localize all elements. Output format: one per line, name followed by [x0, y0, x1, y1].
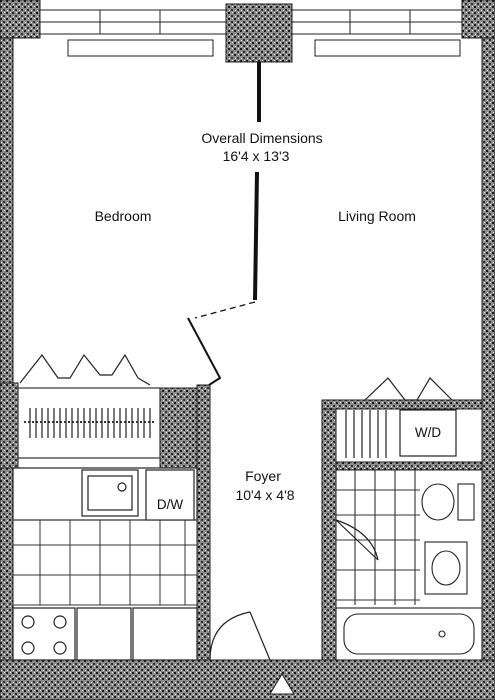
- radiators: [67, 39, 461, 57]
- dishwasher: [145, 469, 195, 521]
- stove-burner: [21, 615, 35, 629]
- bathtub-basin: [343, 613, 475, 655]
- room-label-bedroom: Bedroom: [94, 208, 152, 224]
- radiator-right: [314, 39, 461, 57]
- living-closet: [345, 377, 457, 458]
- wall-left-mid: [0, 382, 19, 469]
- wall-bottom: [0, 659, 495, 700]
- wall-foyer-left: [196, 384, 211, 661]
- sink-drain: [117, 482, 127, 492]
- refrigerator: [132, 607, 198, 661]
- bathtub: [335, 607, 483, 661]
- room-label-foyer: Foyer: [245, 468, 281, 484]
- overall-dimensions-heading: Overall Dimensions: [201, 130, 323, 146]
- closet-doors: [19, 353, 151, 386]
- wall-left: [0, 37, 14, 700]
- foyer-size: 10'4 x 4'8: [235, 487, 295, 503]
- bath-sink-basin: [431, 550, 461, 586]
- room-divider: [187, 62, 261, 386]
- wall-top-center-pier: [225, 3, 293, 63]
- bathroom-floor-tiles: [336, 470, 420, 605]
- entry-door: [209, 611, 295, 695]
- radiator-left: [67, 39, 214, 57]
- bath-sink: [424, 541, 468, 595]
- stove-burner: [53, 641, 67, 655]
- wall-right: [481, 37, 495, 700]
- windows: [39, 9, 463, 35]
- overall-dimensions-size: 16'4 x 13'3: [222, 148, 290, 164]
- kitchen-sink: [81, 469, 139, 517]
- closet-hangers: [29, 408, 151, 438]
- entry-door-leaf: [249, 611, 271, 661]
- stove-burner: [21, 641, 35, 655]
- partition-wall-lower: [253, 171, 259, 301]
- toilet-bowl: [421, 483, 455, 521]
- dishwasher-label: D/W: [156, 497, 184, 512]
- bathroom-door: [335, 519, 379, 561]
- wall-top-right-corner: [461, 0, 495, 39]
- closet-doors-right: [364, 377, 453, 401]
- tub-drain: [438, 630, 446, 638]
- room-label-living-room: Living Room: [338, 208, 416, 224]
- bedroom-closet: [17, 353, 161, 459]
- wall-bath-mid: [335, 461, 483, 471]
- bathroom-door-swing: [335, 519, 379, 561]
- entry-door-swing: [209, 611, 251, 661]
- entry-marker-icon: [269, 673, 295, 695]
- partition-dashed: [194, 301, 256, 319]
- washer-dryer: [399, 409, 457, 457]
- toilet-tank: [457, 483, 475, 521]
- bedroom-door-wall: [187, 317, 222, 386]
- kitchen: [12, 467, 198, 661]
- kitchen-cabinet: [76, 607, 132, 661]
- wall-top-left-corner: [0, 0, 41, 39]
- kitchen-floor-tiles: [13, 519, 197, 606]
- wall-bath-left: [321, 399, 337, 661]
- stove-burner: [53, 615, 67, 629]
- stove: [12, 607, 76, 661]
- wall-bath-top: [321, 399, 483, 410]
- washer-dryer-label: W/D: [414, 425, 442, 440]
- kitchen-sink-basin: [87, 475, 133, 511]
- bathroom: [335, 470, 483, 661]
